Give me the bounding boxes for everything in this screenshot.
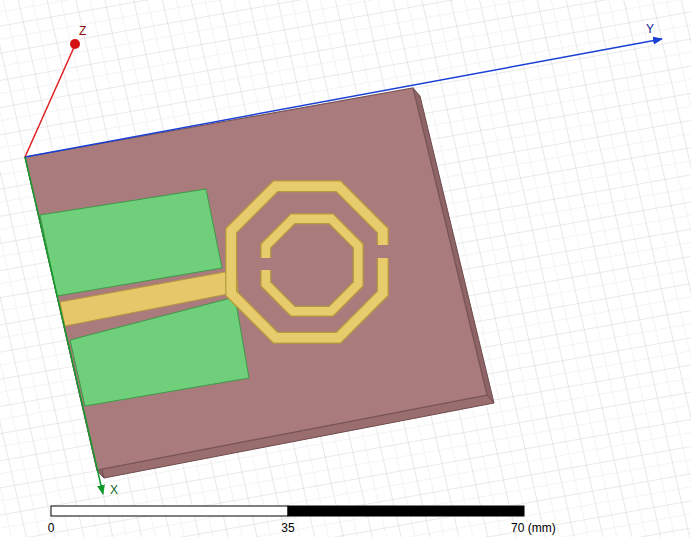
- x-axis: [25, 157, 103, 494]
- scale-value: 70 (mm): [511, 521, 556, 535]
- scale-bar-black: [288, 506, 524, 516]
- outer-ring: [231, 186, 383, 338]
- outer-ring: [231, 186, 383, 338]
- y-axis: [25, 39, 662, 157]
- axis-label: Y: [646, 22, 654, 36]
- scale-value: 35: [281, 521, 294, 535]
- feed-line: [60, 270, 238, 326]
- scale-bar-white: [51, 506, 288, 516]
- inner-ring: [266, 219, 358, 311]
- z-axis: [25, 45, 75, 157]
- axis-label: Z: [79, 24, 86, 38]
- axis-label: X: [110, 483, 118, 497]
- inner-ring: [266, 219, 358, 311]
- substrate-top: [25, 88, 487, 470]
- scale-value: 0: [48, 521, 55, 535]
- z-axis-dot: [70, 39, 80, 49]
